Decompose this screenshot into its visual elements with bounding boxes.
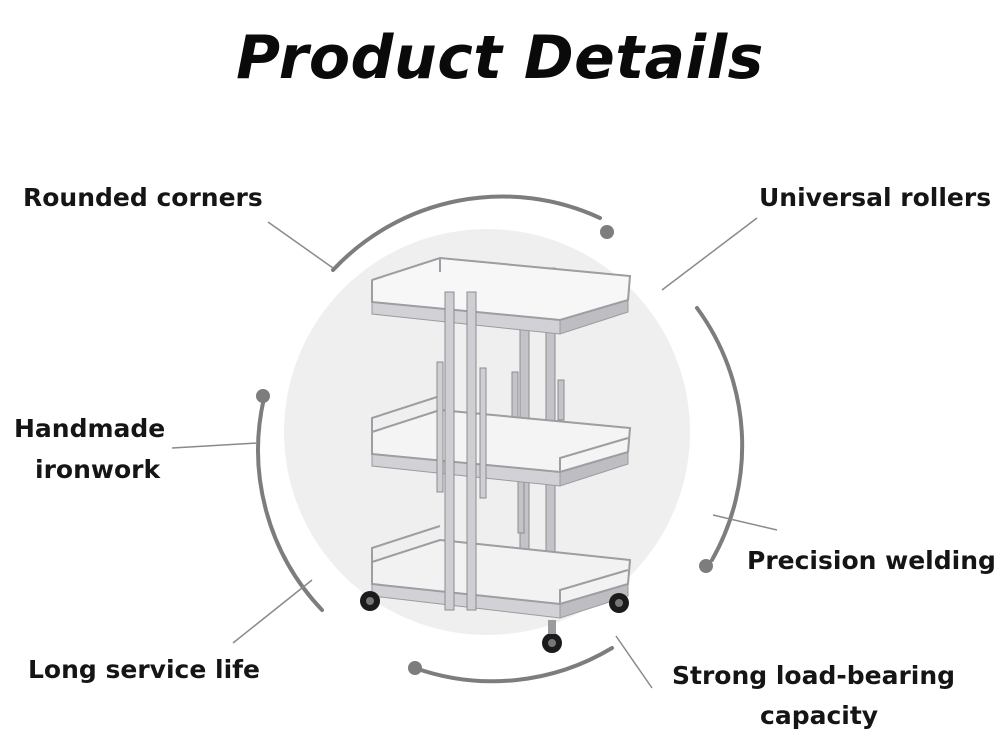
arc-top bbox=[331, 194, 602, 272]
leader-long-service-life bbox=[232, 579, 313, 644]
leader-handmade-ironwork bbox=[171, 442, 259, 449]
leader-strong-load bbox=[615, 635, 653, 689]
leader-rounded-corners bbox=[267, 221, 334, 269]
arc-dot-left bbox=[256, 389, 270, 403]
feature-precision-welding: Precision welding bbox=[747, 546, 996, 575]
decorative-arcs bbox=[256, 194, 745, 684]
front-posts bbox=[436, 291, 487, 611]
feature-rounded-corners: Rounded corners bbox=[23, 183, 263, 212]
leader-precision-welding bbox=[712, 514, 778, 531]
arc-dot-bottom bbox=[408, 661, 422, 675]
feature-strong-load-line2: capacity bbox=[760, 701, 879, 730]
arc-bottom bbox=[413, 646, 614, 684]
casters bbox=[360, 591, 629, 653]
feature-universal-rollers: Universal rollers bbox=[759, 183, 992, 212]
top-shelf bbox=[371, 256, 632, 335]
feature-handmade-ironwork-line2: ironwork bbox=[35, 455, 161, 484]
leader-lines bbox=[171, 217, 778, 689]
bottom-shelf bbox=[371, 525, 632, 619]
leader-universal-rollers bbox=[661, 217, 758, 291]
arc-dot-top bbox=[600, 225, 614, 239]
page-title: Product Details bbox=[236, 23, 764, 93]
trolley-cart bbox=[360, 256, 632, 653]
arc-right bbox=[695, 306, 745, 562]
feature-strong-load-line1: Strong load-bearing bbox=[672, 661, 956, 690]
feature-long-service-life: Long service life bbox=[28, 655, 260, 684]
arc-dots bbox=[256, 225, 713, 675]
arc-dot-right bbox=[699, 559, 713, 573]
feature-handmade-ironwork-line1: Handmade bbox=[14, 414, 166, 443]
